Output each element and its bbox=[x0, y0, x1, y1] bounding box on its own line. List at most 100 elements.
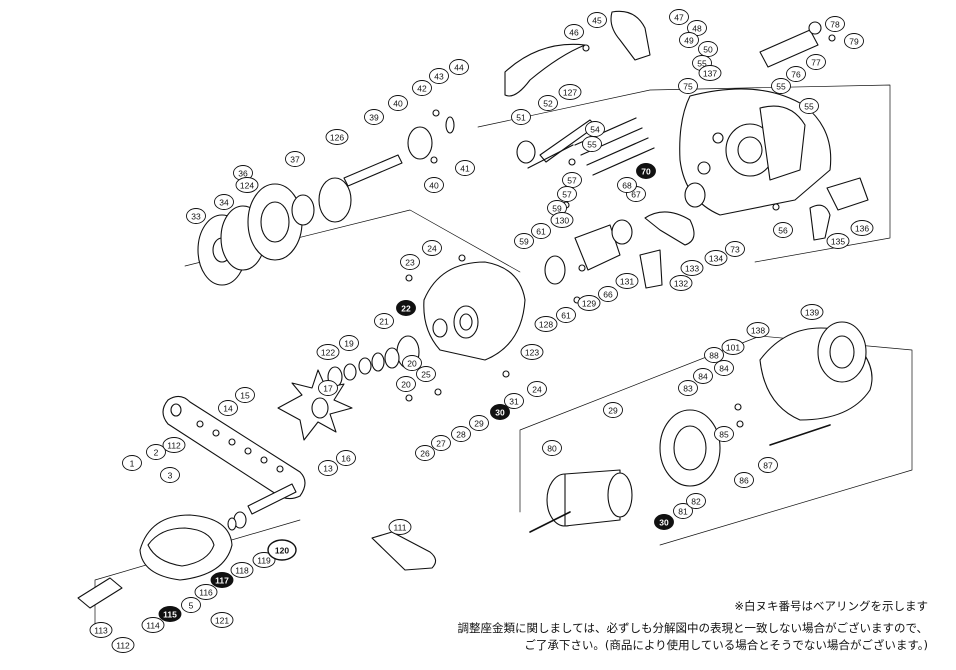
part-label-129: 129 bbox=[577, 295, 601, 311]
svg-text:117: 117 bbox=[215, 576, 229, 586]
part-label-26: 26 bbox=[415, 445, 435, 461]
svg-text:43: 43 bbox=[434, 72, 444, 82]
svg-text:48: 48 bbox=[692, 24, 702, 34]
svg-text:134: 134 bbox=[709, 254, 723, 264]
part-label-112: 112 bbox=[162, 437, 186, 453]
svg-text:78: 78 bbox=[830, 20, 840, 30]
svg-text:14: 14 bbox=[223, 404, 233, 414]
svg-text:80: 80 bbox=[547, 444, 557, 454]
part-label-39: 39 bbox=[364, 109, 384, 125]
svg-text:127: 127 bbox=[563, 88, 577, 98]
svg-text:13: 13 bbox=[323, 464, 333, 474]
part-label-20: 20 bbox=[402, 355, 422, 371]
part-label-70: 70 bbox=[636, 163, 656, 179]
svg-text:129: 129 bbox=[582, 299, 596, 309]
svg-text:2: 2 bbox=[154, 448, 159, 458]
svg-text:21: 21 bbox=[379, 317, 389, 327]
svg-text:56: 56 bbox=[778, 226, 788, 236]
bearing-note: ※白ヌキ番号はベアリングを示します bbox=[734, 599, 928, 613]
part-label-30: 30 bbox=[490, 404, 510, 420]
svg-text:3: 3 bbox=[168, 471, 173, 481]
part-label-120: 120 bbox=[267, 539, 297, 561]
part-label-133: 133 bbox=[680, 260, 704, 276]
part-label-122: 122 bbox=[316, 344, 340, 360]
part-label-130: 130 bbox=[550, 212, 574, 228]
part-label-88: 88 bbox=[704, 347, 724, 363]
part-label-81: 81 bbox=[673, 503, 693, 519]
washer-note-line2: ご了承下さい。(商品により使用している場合とそうでない場合がございます。) bbox=[524, 638, 928, 652]
part-label-52: 52 bbox=[538, 95, 558, 111]
part-label-139: 139 bbox=[800, 304, 824, 320]
star-drag-37 bbox=[318, 177, 352, 223]
part-label-114: 114 bbox=[141, 617, 165, 633]
svg-text:59: 59 bbox=[552, 204, 562, 214]
svg-text:29: 29 bbox=[474, 419, 484, 429]
svg-text:76: 76 bbox=[791, 70, 801, 80]
part-label-101: 101 bbox=[721, 339, 745, 355]
spool-body bbox=[564, 469, 621, 527]
part-label-68: 68 bbox=[617, 177, 637, 193]
part-label-3: 3 bbox=[160, 467, 180, 483]
part-label-121: 121 bbox=[210, 612, 234, 628]
svg-text:49: 49 bbox=[684, 36, 694, 46]
svg-text:16: 16 bbox=[341, 454, 351, 464]
svg-text:101: 101 bbox=[726, 343, 740, 353]
pinion-127 bbox=[544, 255, 566, 285]
part-label-40: 40 bbox=[388, 95, 408, 111]
part-label-73: 73 bbox=[725, 241, 745, 257]
part-label-27: 27 bbox=[431, 435, 451, 451]
svg-text:29: 29 bbox=[608, 406, 618, 416]
handle-shaft bbox=[247, 483, 297, 515]
part-label-124: 124 bbox=[235, 177, 259, 193]
part-label-24: 24 bbox=[422, 240, 442, 256]
svg-text:24: 24 bbox=[532, 385, 542, 395]
yoke-128 bbox=[574, 224, 621, 271]
part-label-59: 59 bbox=[514, 233, 534, 249]
part-label-127: 127 bbox=[558, 84, 582, 100]
clutch-plate-131 bbox=[639, 249, 663, 289]
side-lever bbox=[809, 204, 831, 241]
part-label-41: 41 bbox=[455, 160, 475, 176]
clutch-arm bbox=[610, 10, 651, 61]
part-label-29: 29 bbox=[603, 402, 623, 418]
part-label-45: 45 bbox=[587, 12, 607, 28]
part-label-37: 37 bbox=[285, 151, 305, 167]
part-label-78: 78 bbox=[825, 16, 845, 32]
svg-text:121: 121 bbox=[215, 616, 229, 626]
part-label-24: 24 bbox=[527, 381, 547, 397]
part-label-115: 115 bbox=[158, 606, 182, 622]
part-label-47: 47 bbox=[669, 9, 689, 25]
part-label-23: 23 bbox=[400, 254, 420, 270]
svg-text:47: 47 bbox=[674, 13, 684, 23]
part-label-28: 28 bbox=[451, 426, 471, 442]
part-label-84: 84 bbox=[693, 368, 713, 384]
svg-text:75: 75 bbox=[683, 82, 693, 92]
svg-text:61: 61 bbox=[536, 227, 546, 237]
svg-text:115: 115 bbox=[163, 610, 177, 620]
part-label-66: 66 bbox=[598, 286, 618, 302]
part-label-131: 131 bbox=[615, 273, 639, 289]
svg-text:82: 82 bbox=[691, 497, 701, 507]
svg-text:27: 27 bbox=[436, 439, 446, 449]
tool-101 bbox=[371, 531, 437, 571]
part-label-56: 56 bbox=[773, 222, 793, 238]
svg-text:22: 22 bbox=[401, 304, 411, 314]
part-label-55: 55 bbox=[582, 136, 602, 152]
part-label-55: 55 bbox=[799, 98, 819, 114]
svg-text:139: 139 bbox=[805, 308, 819, 318]
svg-text:122: 122 bbox=[321, 348, 335, 358]
svg-text:19: 19 bbox=[344, 339, 354, 349]
part-label-13: 13 bbox=[318, 460, 338, 476]
part-label-84: 84 bbox=[714, 360, 734, 376]
svg-text:137: 137 bbox=[703, 69, 717, 79]
part-label-77: 77 bbox=[806, 54, 826, 70]
part-label-134: 134 bbox=[704, 250, 728, 266]
svg-text:112: 112 bbox=[116, 641, 130, 651]
svg-text:34: 34 bbox=[219, 198, 229, 208]
part-label-111: 111 bbox=[388, 519, 412, 535]
svg-text:46: 46 bbox=[569, 28, 579, 38]
part-label-116: 116 bbox=[194, 584, 218, 600]
part-label-138: 138 bbox=[746, 322, 770, 338]
part-label-49: 49 bbox=[679, 32, 699, 48]
